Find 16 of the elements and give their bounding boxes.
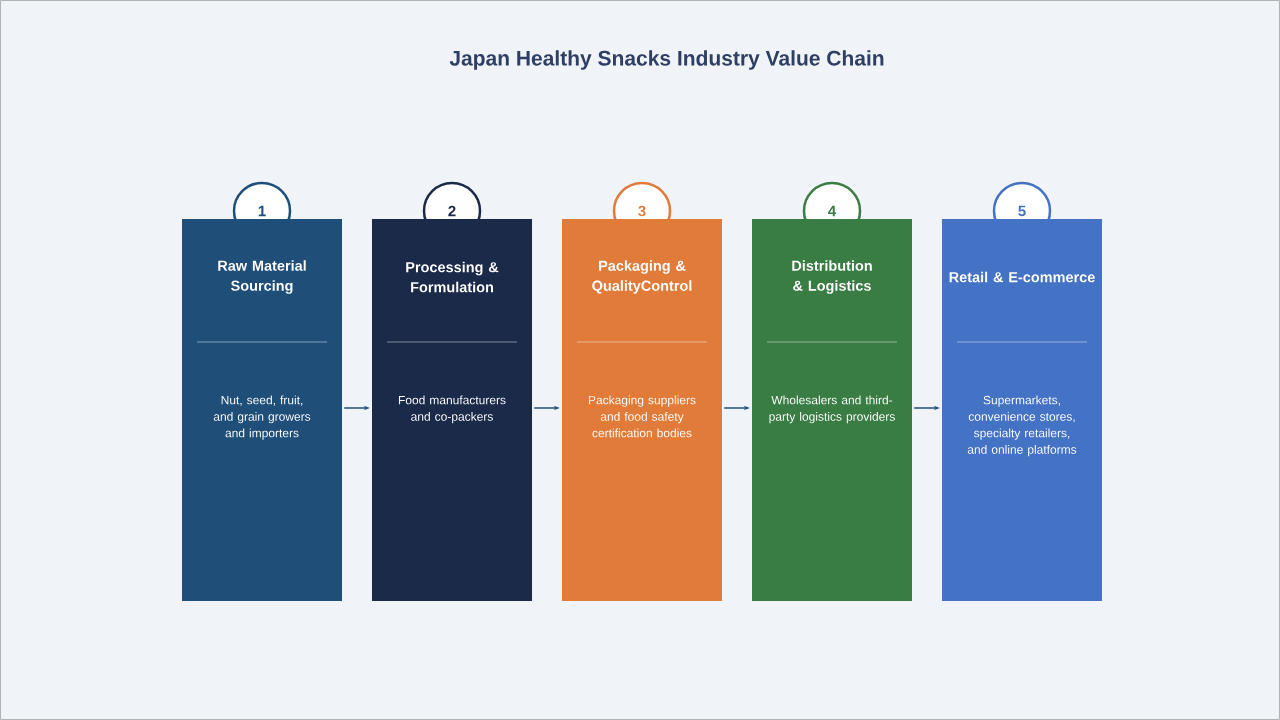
stage-description: Nut, seed, fruit, and grain growers and importers — [213, 395, 311, 440]
stage-heading: Raw Material Sourcing — [218, 260, 306, 294]
stage-heading: Retail & E-commerce — [949, 271, 1095, 283]
stage-description: Packaging suppliers and food safety certification bodies — [588, 395, 696, 438]
stage-heading: Processing & Formulation — [406, 261, 499, 293]
stage-box — [372, 219, 532, 601]
stage-box — [752, 219, 912, 601]
stage-box — [562, 219, 722, 601]
stage-description: Supermarkets, convenience stores, specialty retailers, and online platforms — [967, 395, 1077, 457]
title: Japan Healthy Snacks Industry Value Chain — [449, 50, 884, 70]
stage-heading: Distribution & Logistics — [792, 260, 872, 294]
stage-heading: Packaging & QualityControl — [592, 260, 692, 294]
stage-box — [942, 219, 1102, 601]
stage-box — [182, 219, 342, 601]
stage-description: Wholesalers and third-party logistics providers — [769, 395, 895, 424]
stage-description: Food manufacturers and co-packers — [398, 395, 506, 424]
